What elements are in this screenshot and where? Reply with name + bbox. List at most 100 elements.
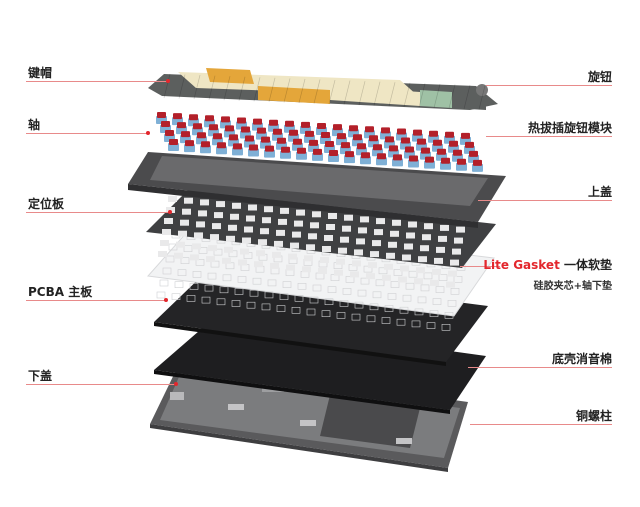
switch-stem — [221, 116, 230, 123]
gasket-cutout — [312, 284, 322, 292]
plate-hole — [324, 235, 333, 241]
gasket-cutout — [249, 289, 259, 297]
label-pcba: PCBA 主板 — [28, 285, 93, 299]
gasket-cutout — [279, 293, 289, 300]
gasket-cutout — [336, 312, 346, 319]
leader-switches — [26, 133, 148, 134]
plate-hole — [260, 228, 269, 235]
plate-hole — [368, 262, 377, 269]
gasket-cutout — [378, 267, 388, 275]
label-gasket-sub: 硅胶夹芯+轴下垫 — [533, 281, 612, 292]
plate-hole — [274, 240, 283, 247]
anchor-dot-keycaps — [166, 79, 170, 83]
leader-plate — [26, 212, 170, 213]
switch-stem — [473, 159, 482, 166]
gasket-cutout — [327, 286, 337, 294]
anchor-dot-plate — [168, 210, 172, 214]
top-case-layer — [128, 152, 506, 228]
plate-hole — [200, 199, 209, 206]
plate-hole — [422, 234, 431, 241]
gasket-cutout — [432, 298, 442, 305]
gasket-cutout — [186, 295, 196, 302]
plate-hole — [434, 257, 443, 264]
plate-hole — [262, 217, 271, 224]
switch-stem — [333, 124, 342, 131]
switch-stem — [373, 144, 382, 151]
plate-hole — [258, 239, 267, 246]
plate-hole — [438, 235, 447, 242]
keycap-seam — [358, 81, 366, 106]
plate-hole — [190, 254, 199, 261]
plate-hole — [390, 230, 399, 237]
plate-hole — [168, 196, 177, 202]
switch-stem — [213, 133, 222, 140]
plate-hole — [270, 262, 279, 269]
plate-hole — [240, 248, 249, 255]
switch-stem — [337, 133, 346, 140]
plate-hole — [358, 227, 367, 234]
gasket-cutout — [366, 315, 376, 323]
label-knob: 旋钮 — [587, 70, 612, 84]
gasket-cutout — [429, 310, 439, 317]
switch-stem — [393, 154, 402, 161]
switch-stem — [297, 147, 306, 154]
plate-hole — [216, 201, 225, 208]
plate-hole — [272, 251, 281, 258]
plate-hole — [288, 253, 297, 260]
plate-hole — [448, 270, 457, 277]
gasket-cutout — [162, 267, 172, 275]
keycap-seam — [418, 83, 426, 108]
plate-hole — [254, 261, 263, 268]
plate-hole — [436, 246, 445, 253]
gasket-cutout — [234, 288, 244, 295]
gasket-cutout — [204, 284, 214, 292]
plate-hole — [338, 247, 347, 254]
switch-stem — [401, 137, 410, 144]
label-bottom-case: 下盖 — [28, 369, 53, 383]
gasket-cutout — [198, 247, 208, 254]
plate-hole — [440, 224, 449, 231]
gasket-cutout — [387, 293, 397, 300]
plate-hole — [180, 219, 189, 226]
gasket-cutout — [453, 275, 463, 283]
keycap-seam — [478, 85, 486, 110]
switch-stem — [365, 126, 374, 133]
gasket-cutout — [159, 279, 169, 287]
plate-hole — [388, 241, 397, 248]
leader-top-case — [478, 200, 612, 201]
gasket-cutout — [252, 277, 262, 285]
plate-hole — [244, 226, 253, 233]
gasket-cutout — [447, 299, 457, 307]
switch-stem — [209, 124, 218, 131]
gasket-cutout — [324, 298, 334, 306]
gasket-cutout — [342, 288, 352, 295]
gasket-cutout — [246, 301, 256, 309]
plate-hole — [318, 268, 327, 274]
gasket-cutout — [213, 248, 223, 256]
switch-stem — [349, 125, 358, 132]
gasket-cutout — [156, 291, 166, 299]
gasket-cutout — [264, 291, 274, 299]
switch-stem — [321, 132, 330, 138]
gasket-cutout — [369, 303, 379, 311]
plate-hole — [210, 234, 219, 241]
switch-stem — [377, 153, 386, 160]
label-standoffs: 铜螺柱 — [575, 409, 612, 423]
plate-hole — [242, 237, 251, 244]
plate-hole — [222, 257, 231, 264]
switch-stem — [201, 141, 210, 148]
gasket-cutout — [417, 296, 427, 304]
plate-hole — [256, 250, 265, 257]
switch-stem — [193, 123, 202, 130]
plate-hole — [334, 269, 343, 276]
switch-stem — [205, 115, 214, 122]
switch-stem — [237, 117, 246, 124]
plate-hole — [354, 249, 363, 256]
keycap-seam — [328, 79, 336, 105]
switch-stem — [161, 121, 170, 127]
plate-hole — [376, 218, 385, 225]
plate-hole — [322, 246, 331, 252]
switch-stem — [301, 121, 310, 128]
gasket-cutout — [411, 320, 421, 328]
keycap-seam — [283, 78, 291, 103]
